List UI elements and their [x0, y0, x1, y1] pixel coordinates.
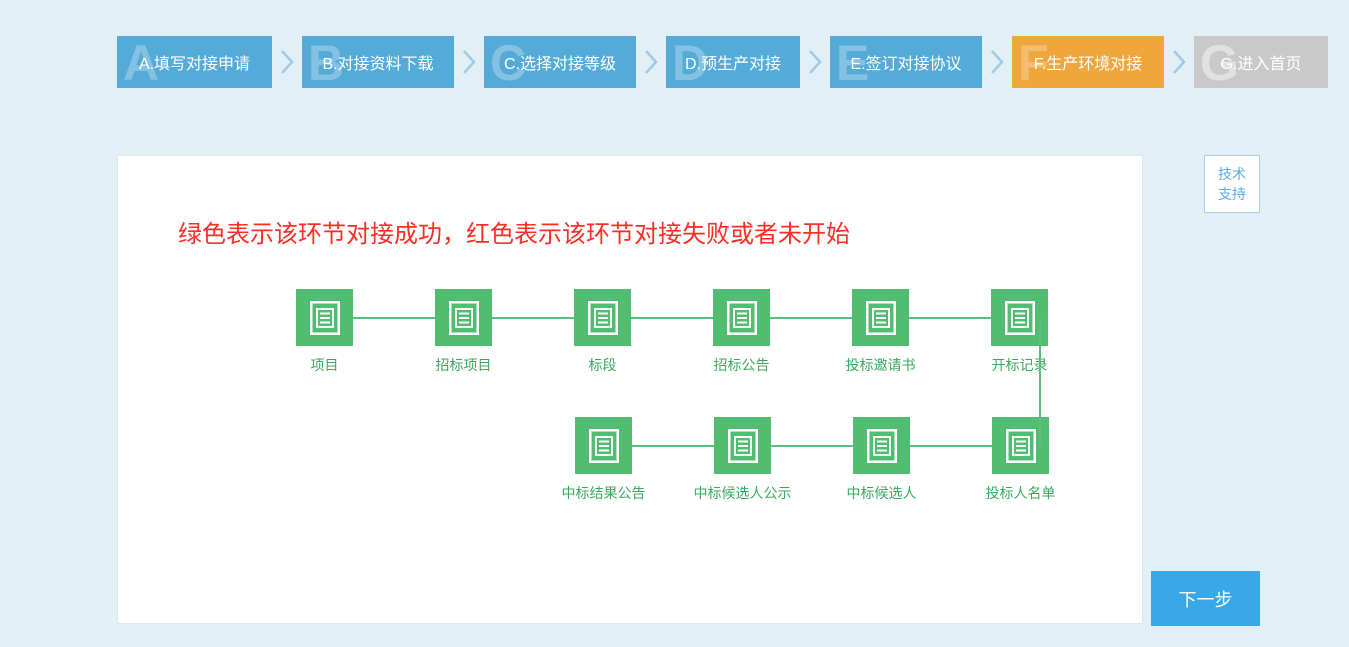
chevron-right-icon: [982, 36, 1012, 88]
flow-node-label: 中标候选人: [846, 485, 917, 501]
flow-connector: [771, 444, 853, 447]
flow-diagram: 项目 招标项目 标段 招标公告 投标邀请书 开标记录中标结果公告 中标候选人公示 中标候选人 投…: [118, 156, 1144, 625]
step-label: F.生产环境对接: [1033, 56, 1143, 73]
flow-node-label: 招标项目: [435, 357, 492, 373]
chevron-right-icon: [454, 36, 484, 88]
document-icon: [1004, 300, 1035, 335]
flow-connector: [631, 316, 713, 319]
step-label: G.进入首页: [1220, 56, 1302, 73]
flow-connector: [770, 316, 852, 319]
document-icon: [587, 300, 618, 335]
document-icon: [588, 428, 619, 463]
flow-node[interactable]: [852, 289, 909, 346]
document-icon: [309, 300, 340, 335]
document-icon: [448, 300, 479, 335]
flow-node[interactable]: [574, 289, 631, 346]
flow-node-label: 中标候选人公示: [693, 485, 792, 501]
technical-support-button[interactable]: 技术 支持: [1204, 155, 1260, 213]
flow-node-label: 项目: [310, 357, 339, 373]
flow-connector: [632, 444, 714, 447]
step-label: C.选择对接等级: [503, 56, 616, 73]
flow-node[interactable]: [991, 289, 1048, 346]
step-label: B.对接资料下载: [322, 56, 434, 73]
step-label: A.填写对接申请: [138, 56, 251, 73]
flow-connector: [1039, 316, 1041, 447]
chevron-right-icon: [636, 36, 666, 88]
flow-node-label: 投标邀请书: [845, 357, 916, 373]
flow-node[interactable]: [435, 289, 492, 346]
flow-node[interactable]: [714, 417, 771, 474]
document-icon: [865, 300, 896, 335]
document-icon: [1005, 428, 1036, 463]
flow-node[interactable]: [296, 289, 353, 346]
chevron-right-icon: [272, 36, 302, 88]
step-label: D.预生产对接: [684, 56, 781, 73]
flow-connector: [353, 316, 435, 319]
document-icon: [866, 428, 897, 463]
flow-node-label: 中标结果公告: [561, 485, 646, 501]
flow-node-label: 开标记录: [991, 357, 1048, 373]
chevron-right-icon: [800, 36, 830, 88]
flow-node-label: 标段: [588, 357, 617, 373]
document-icon: [727, 428, 758, 463]
flow-connector: [492, 316, 574, 319]
flow-connector: [910, 444, 992, 447]
flow-connector: [909, 316, 991, 319]
support-label-line2: 支持: [1218, 186, 1246, 202]
step-label: E.签订对接协议: [850, 56, 962, 73]
chevron-right-icon: [1164, 36, 1194, 88]
flow-node-label: 招标公告: [713, 357, 770, 373]
flow-node[interactable]: [713, 289, 770, 346]
main-card: 绿色表示该环节对接成功，红色表示该环节对接失败或者未开始 项目 招标项目 标段 招标公…: [117, 155, 1143, 624]
flow-node-label: 投标人名单: [985, 485, 1056, 501]
next-step-button[interactable]: 下一步: [1151, 571, 1260, 626]
notice-text: 绿色表示该环节对接成功，红色表示该环节对接失败或者未开始: [178, 221, 850, 248]
flow-node[interactable]: [853, 417, 910, 474]
document-icon: [726, 300, 757, 335]
support-label-line1: 技术: [1218, 166, 1246, 182]
flow-node[interactable]: [575, 417, 632, 474]
